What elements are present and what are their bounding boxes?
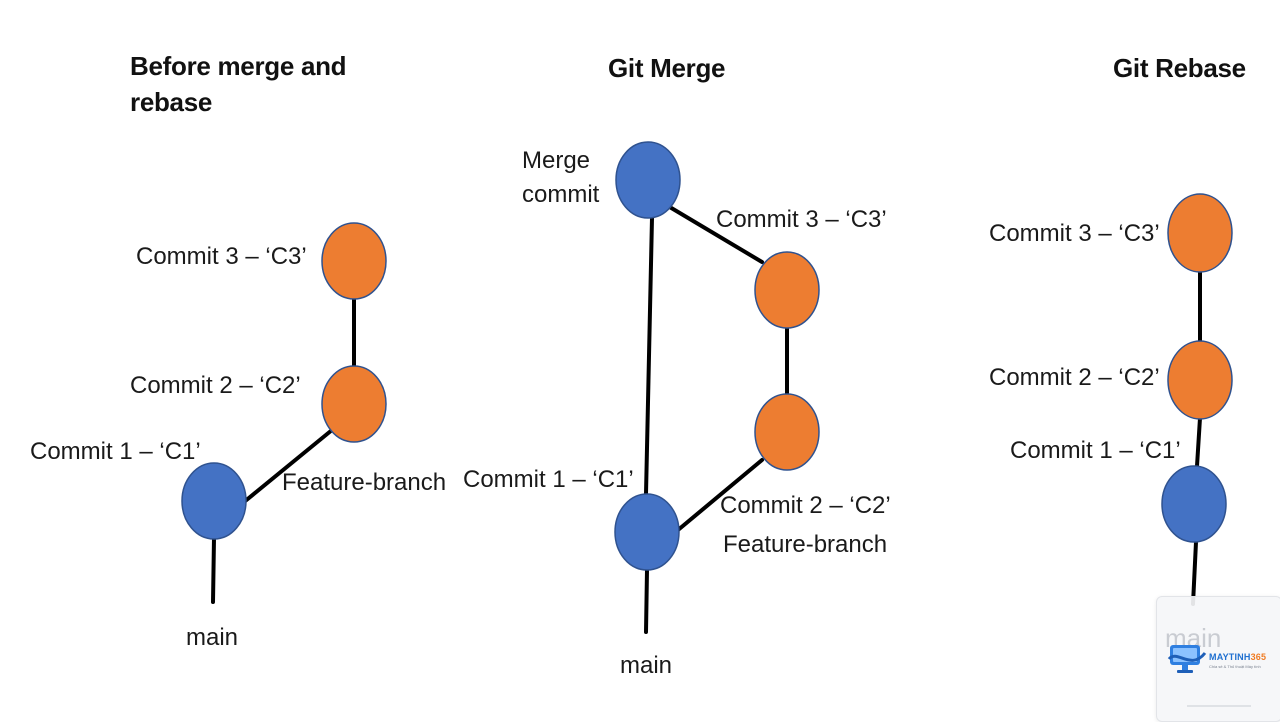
node-rebase-c1 bbox=[1161, 465, 1227, 543]
node-before-c2 bbox=[321, 365, 387, 443]
before-c3-label: Commit 3 – ‘C3’ bbox=[136, 243, 307, 270]
merge-panel-title: Git Merge bbox=[608, 53, 726, 83]
monitor-icon bbox=[1167, 645, 1207, 673]
edge-merge-commit-c1 bbox=[644, 216, 654, 496]
merge-feature-branch-label: Feature-branch bbox=[723, 531, 888, 558]
rebase-c1-label: Commit 1 – ‘C1’ bbox=[1010, 437, 1181, 464]
before-panel-title: Before merge and rebase bbox=[130, 51, 347, 117]
watermark-tagline: Chia sẻ & Thủ thuật Máy tính bbox=[1209, 664, 1261, 669]
node-merge-c3 bbox=[754, 251, 820, 329]
rebase-panel-title: Git Rebase bbox=[1113, 53, 1246, 83]
before-c1-label: Commit 1 – ‘C1’ bbox=[30, 438, 201, 465]
node-merge-commit bbox=[615, 141, 681, 219]
before-feature-branch-label: Feature-branch bbox=[282, 469, 447, 496]
edges bbox=[211, 204, 1202, 634]
watermark-logo: main MAYTINH365 Chia sẻ & Thủ thuật Máy … bbox=[1156, 596, 1280, 722]
edge-merge-c2-c1 bbox=[676, 458, 764, 532]
node-merge-c1 bbox=[614, 493, 680, 571]
merge-c3-label: Commit 3 – ‘C3’ bbox=[716, 206, 887, 233]
watermark-divider bbox=[1187, 705, 1251, 707]
rebase-c3-label: Commit 3 – ‘C3’ bbox=[989, 220, 1160, 247]
edge-rebase-c1-main bbox=[1191, 540, 1198, 606]
node-rebase-c3 bbox=[1167, 193, 1233, 273]
merge-commit-label: Merge commit bbox=[522, 147, 600, 208]
before-c2-label: Commit 2 – ‘C2’ bbox=[130, 372, 301, 399]
node-merge-c2 bbox=[754, 393, 820, 471]
rebase-c2-label: Commit 2 – ‘C2’ bbox=[989, 364, 1160, 391]
edge-rebase-c2-c1 bbox=[1195, 416, 1202, 468]
node-before-c1 bbox=[181, 462, 247, 540]
edge-merge-commit-c3 bbox=[666, 204, 764, 264]
node-before-c3 bbox=[321, 222, 387, 300]
nodes bbox=[181, 141, 1233, 571]
before-main-label: main bbox=[186, 624, 239, 651]
watermark-brand: MAYTINH365 bbox=[1209, 652, 1267, 662]
edge-before-c2-c1 bbox=[242, 428, 334, 504]
merge-c1-label: Commit 1 – ‘C1’ bbox=[463, 466, 634, 493]
merge-main-label: main bbox=[620, 652, 673, 679]
node-rebase-c2 bbox=[1167, 340, 1233, 420]
edge-before-c1-main bbox=[211, 536, 216, 604]
edge-merge-c1-main bbox=[644, 568, 649, 634]
merge-c2-label: Commit 2 – ‘C2’ bbox=[720, 492, 891, 519]
